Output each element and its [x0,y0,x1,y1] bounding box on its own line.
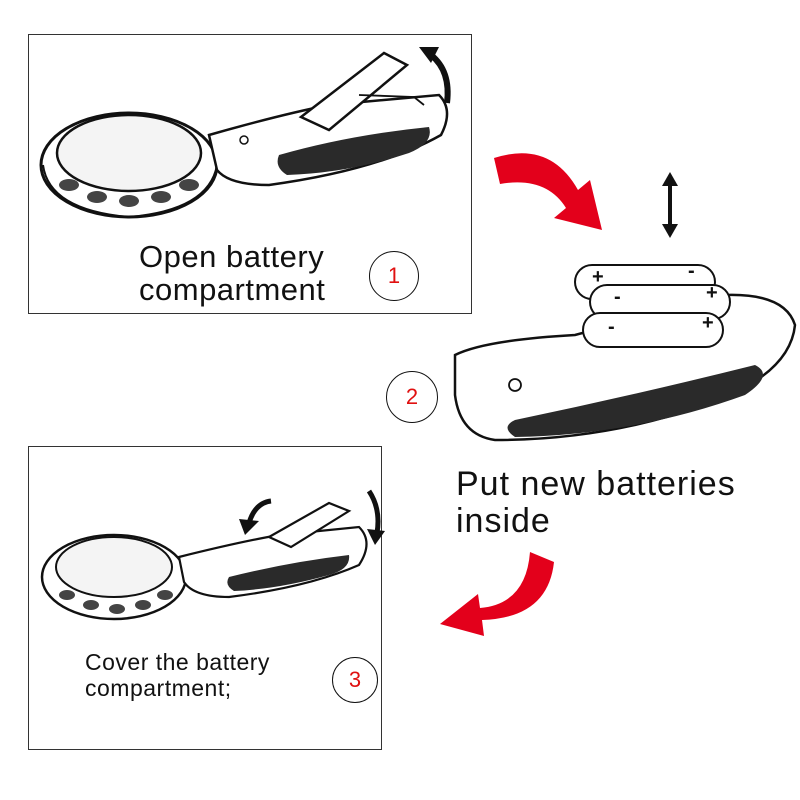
step-3-number-badge: 3 [332,657,378,703]
step-1-panel: Open battery compartment 1 [28,34,472,314]
double-arrow-vertical-icon [662,172,678,238]
red-curved-arrow-step2-to-step3 [440,552,554,636]
battery-2-plus: + [706,282,718,304]
battery-2-minus: - [614,286,621,308]
step-2-caption: Put new batteries inside [456,466,736,539]
step-3-caption: Cover the battery compartment; [85,649,270,702]
battery-3-minus: - [608,316,615,338]
magnifier-close-illustration [40,501,368,621]
step-3-caption-line-2: compartment; [85,675,232,702]
batteries-compartment-illustration [453,264,797,442]
battery-1-minus: - [688,260,695,282]
step-1-caption-line-1: Open battery [139,239,325,274]
step-1-number-badge: 1 [369,251,419,301]
step-2-caption-line-2: inside [456,501,551,540]
step-3-panel: Cover the battery compartment; 3 [28,446,385,750]
curved-arrow-down-icon [366,489,385,545]
battery-3 [582,312,724,348]
curved-arrow-up-icon [419,47,451,104]
curved-arrow-down-left-icon [239,498,272,535]
step-2-caption-line-1: Put new batteries [456,465,736,503]
step-1-caption-line-2: compartment [139,271,326,307]
step-2-number-badge: 2 [386,371,438,423]
red-curved-arrow-step1-to-step2 [494,153,602,230]
step-3-caption-line-1: Cover the battery [85,649,270,675]
step-1-caption: Open battery compartment [139,239,326,307]
magnifier-open-illustration [39,51,449,219]
battery-3-plus: + [702,312,714,334]
battery-1-plus: + [592,266,604,288]
